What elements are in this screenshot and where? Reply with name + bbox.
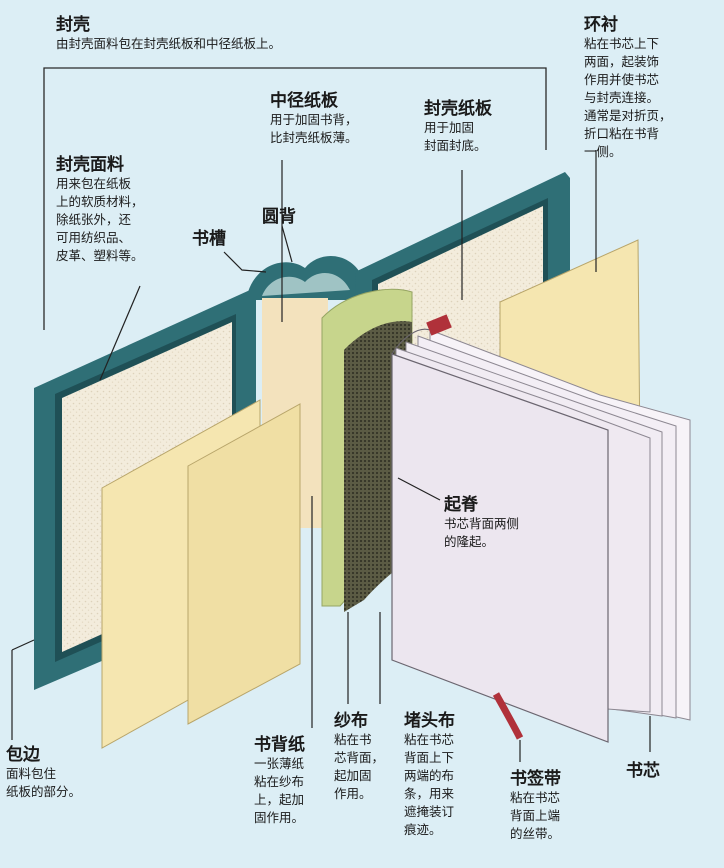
wrap-edge-label: 包边 面料包住 纸板的部分。 — [6, 740, 81, 801]
ridge-label: 起脊 书芯背面两侧 的隆起。 — [444, 490, 519, 551]
gauze-desc: 粘在书 芯背面， 起加固 作用。 — [334, 732, 385, 801]
headband-label: 堵头布 粘在书芯 背面上下 两端的布 条，用来 遮掩装订 痕迹。 — [404, 706, 455, 839]
cover-board-title: 封壳纸板 — [424, 99, 492, 119]
book-block-label: 书芯 — [626, 756, 660, 781]
gauze-label: 纱布 粘在书 芯背面， 起加固 作用。 — [334, 706, 384, 803]
ridge-title: 起脊 — [444, 495, 478, 515]
spine-paper-title: 书背纸 — [254, 735, 305, 755]
endpaper-desc: 粘在书芯上下 两面，起装饰 作用并使书芯 与封壳连接。 通常是对折页， 折口粘在… — [584, 36, 672, 159]
endpaper-title: 环衬 — [584, 15, 618, 35]
ribbon-label: 书签带 粘在书芯 背面上端 的丝带。 — [510, 764, 561, 843]
headband-title: 堵头布 — [404, 711, 455, 731]
cover-label: 封壳 由封壳面料包在封壳纸板和中径纸板上。 — [56, 10, 281, 53]
bookmark-ribbon — [492, 692, 524, 740]
spine-paper-desc: 一张薄纸 粘在纱布 上，起加 固作用。 — [254, 756, 305, 825]
middle-board-desc: 用于加固书背， 比封壳纸板薄。 — [270, 112, 358, 145]
cover-board-label: 封壳纸板 用于加固 封面封底。 — [424, 94, 492, 155]
cover-fabric-label: 封壳面料 用来包在纸板 上的软质材料， 除纸张外，还 可用纺织品、 皮革、塑料等… — [56, 150, 144, 265]
headband-desc: 粘在书芯 背面上下 两端的布 条，用来 遮掩装订 痕迹。 — [404, 732, 455, 837]
book-block-title: 书芯 — [626, 761, 660, 781]
groove-title: 书槽 — [192, 229, 226, 249]
book-block — [391, 328, 691, 743]
wrap-edge-title: 包边 — [6, 745, 40, 765]
round-back-label: 圆背 — [262, 202, 296, 227]
leader-lines — [11, 150, 651, 762]
spine-paper-label: 书背纸 一张薄纸 粘在纱布 上，起加 固作用。 — [254, 730, 305, 827]
cover-fabric-title: 封壳面料 — [56, 155, 124, 175]
headband-strip — [426, 314, 452, 336]
endpaper-label: 环衬 粘在书芯上下 两面，起装饰 作用并使书芯 与封壳连接。 通常是对折页， 折… — [584, 10, 672, 161]
cover-title: 封壳 — [56, 15, 90, 35]
endpaper-left — [101, 399, 301, 749]
ribbon-title: 书签带 — [510, 769, 561, 789]
middle-board-title: 中径纸板 — [270, 91, 338, 111]
cover-board-desc: 用于加固 封面封底。 — [424, 120, 487, 153]
cover-bracket — [43, 67, 547, 330]
wrap-edge-desc: 面料包住 纸板的部分。 — [6, 766, 82, 799]
groove-label: 书槽 — [192, 224, 226, 249]
ridge-desc: 书芯背面两侧 的隆起。 — [444, 516, 520, 549]
gauze-title: 纱布 — [334, 711, 368, 731]
ribbon-desc: 粘在书芯 背面上端 的丝带。 — [510, 790, 561, 841]
middle-board-label: 中径纸板 用于加固书背， 比封壳纸板薄。 — [270, 86, 358, 147]
cover-desc: 由封壳面料包在封壳纸板和中径纸板上。 — [56, 36, 282, 51]
cover-fabric-desc: 用来包在纸板 上的软质材料， 除纸张外，还 可用纺织品、 皮革、塑料等。 — [56, 176, 144, 263]
round-back-title: 圆背 — [262, 207, 296, 227]
